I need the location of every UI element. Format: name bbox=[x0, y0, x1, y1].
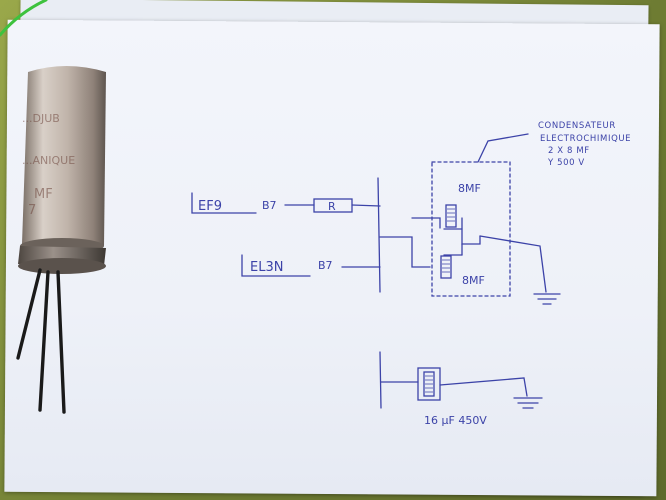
cap-label-top: 8MF bbox=[458, 182, 481, 195]
new-cap-outline bbox=[417, 367, 441, 401]
cap-top-lead bbox=[411, 217, 441, 229]
capacitor-outline bbox=[431, 161, 511, 297]
green-cable bbox=[0, 0, 48, 37]
pin-label-1: B7 bbox=[262, 199, 277, 212]
bus-lower bbox=[379, 351, 382, 409]
new-cap-label: 16 µF 450V bbox=[424, 414, 487, 427]
capacitor-photo bbox=[16, 66, 106, 414]
bus-upper bbox=[377, 177, 381, 293]
note-line-1: CONDENSATEUR bbox=[538, 121, 616, 131]
pin-label-2: B7 bbox=[318, 259, 333, 272]
tube-label-ef9: EF9 bbox=[198, 199, 222, 214]
wire-to-cap bbox=[379, 236, 431, 268]
note-line-4: Y 500 V bbox=[547, 158, 585, 168]
cap-top-body bbox=[445, 204, 457, 228]
cap-bottom-body bbox=[440, 255, 452, 279]
ground-symbol-lower bbox=[513, 397, 543, 409]
ground-wire-lower bbox=[439, 377, 528, 397]
el3n-box bbox=[241, 254, 311, 277]
new-cap-body bbox=[423, 371, 435, 397]
capacitor-print-line2: ...ANIQUE bbox=[22, 154, 76, 167]
ground-symbol-upper bbox=[533, 293, 561, 305]
capacitor-print-value: 7 bbox=[28, 203, 37, 218]
cap-common bbox=[461, 217, 481, 245]
note-line-2: ELECTROCHIMIQUE bbox=[540, 134, 631, 144]
tube-label-el3n: EL3N bbox=[250, 260, 283, 275]
cap-label-bottom: 8MF bbox=[462, 274, 485, 287]
ef9-box bbox=[191, 192, 257, 214]
capacitor-print: ...DJUB ...ANIQUE MF 7 bbox=[22, 84, 102, 224]
note-pointer-line bbox=[477, 133, 529, 163]
ground-wire-upper bbox=[479, 235, 547, 293]
resistor-label: R bbox=[328, 200, 336, 213]
wire-resistor bbox=[351, 204, 381, 207]
note-line-3: 2 X 8 MF bbox=[548, 146, 590, 156]
capacitor-print-rating: MF bbox=[34, 187, 53, 202]
capacitor-print-line1: ...DJUB bbox=[22, 112, 60, 125]
